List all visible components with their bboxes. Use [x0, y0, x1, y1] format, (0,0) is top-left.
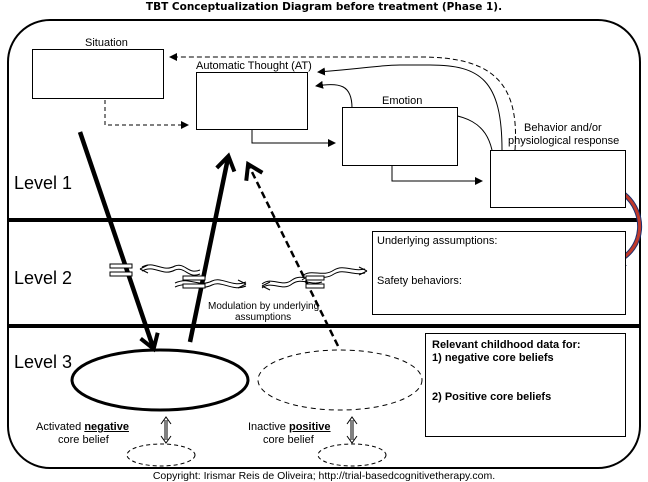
activated-belief-sublabel: core belief: [58, 434, 109, 446]
negative-double-arrow: [160, 416, 172, 444]
automatic-thought-box: [196, 72, 308, 130]
diagram-title: TBT Conceptualization Diagram before tre…: [145, 1, 503, 13]
modulation-clamps: [109, 263, 325, 289]
activated-belief-label: Activated negative: [36, 421, 129, 433]
emotion-to-behavior-arrow: [391, 165, 483, 185]
level-1-label: Level 1: [14, 173, 73, 193]
childhood-data-title: Relevant childhood data for:: [432, 339, 581, 351]
positive-double-arrow: [346, 416, 358, 444]
level-3-label: Level 3: [14, 352, 73, 372]
at-to-emotion-arrow: [251, 130, 336, 147]
behavior-box: [490, 150, 626, 208]
copyright-text: Copyright: Irismar Reis de Oliveira; htt…: [152, 470, 496, 482]
modulation-squiggles: [139, 264, 368, 291]
positive-core-belief-ellipse: [257, 349, 423, 411]
emotion-label: Emotion: [382, 95, 423, 107]
automatic-thought-label: Automatic Thought (AT): [196, 60, 312, 72]
situation-label: Situation: [85, 37, 128, 49]
situation-to-core-belief-arrow: [77, 131, 160, 353]
behavior-label-line2: physiological response: [508, 135, 620, 147]
underlying-assumptions-label: Underlying assumptions:: [377, 235, 498, 247]
outer-frame: [7, 19, 641, 469]
childhood-data-box: Relevant childhood data for: 1) negative…: [425, 333, 626, 437]
inactive-belief-sublabel: core belief: [263, 434, 314, 446]
negative-small-ellipse: [126, 443, 196, 467]
inactive-belief-label: Inactive positive: [248, 421, 331, 433]
emotion-to-at-arrow: [315, 80, 353, 109]
assumptions-box: Underlying assumptions: Safety behaviors…: [372, 231, 626, 315]
core-belief-to-at-arrow: [187, 152, 237, 343]
childhood-item-negative: 1) negative core beliefs: [432, 352, 554, 364]
childhood-item-positive: 2) Positive core beliefs: [432, 391, 552, 403]
level-2-label: Level 2: [14, 268, 73, 288]
positive-small-ellipse: [317, 443, 387, 467]
modulation-label-line2: assumptions: [235, 312, 292, 323]
behavior-to-situation-arrow: [169, 53, 517, 151]
safety-behaviors-label: Safety behaviors:: [377, 275, 462, 287]
behavior-to-at-arrow: [317, 64, 503, 151]
positive-belief-to-at-arrow: [244, 160, 340, 347]
modulation-label-line1: Modulation by underlying: [208, 301, 320, 312]
behavior-label-line1: Behavior and/or: [524, 122, 602, 134]
negative-core-belief-ellipse: [70, 348, 250, 412]
situation-to-at-arrow: [104, 100, 189, 129]
emotion-box: [342, 107, 458, 166]
situation-box: [32, 49, 164, 99]
